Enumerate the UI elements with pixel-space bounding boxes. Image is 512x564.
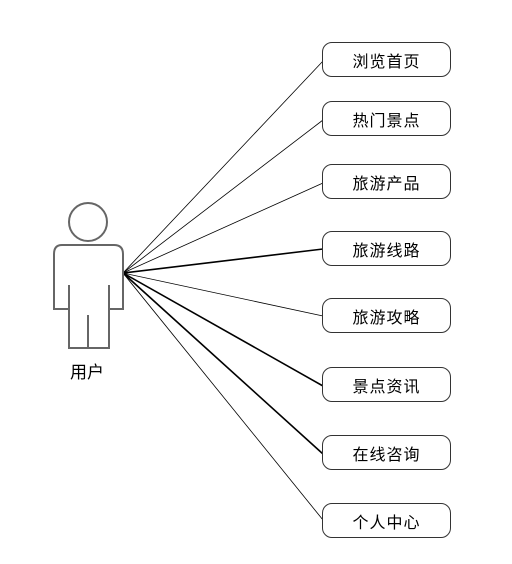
- association-line-3: [122, 182, 324, 274]
- association-line-5: [122, 272, 324, 317]
- association-lines: [122, 60, 324, 521]
- association-line-1: [122, 60, 324, 274]
- association-line-2: [122, 119, 324, 274]
- use-case-personal-center: 个人中心: [322, 503, 451, 538]
- use-case-online-consult: 在线咨询: [322, 435, 451, 470]
- association-line-6: [122, 272, 324, 387]
- use-case-attraction-news: 景点资讯: [322, 367, 451, 402]
- association-line-8: [122, 272, 324, 521]
- use-case-travel-guides: 旅游攻略: [322, 298, 451, 333]
- actor-body: [53, 244, 124, 349]
- actor-icon: [53, 202, 124, 349]
- actor-head: [68, 202, 108, 242]
- association-line-4: [122, 248, 324, 274]
- association-line-7: [122, 272, 324, 455]
- use-case-travel-routes: 旅游线路: [322, 231, 451, 266]
- use-case-browse-home: 浏览首页: [322, 42, 451, 77]
- use-case-hot-attractions: 热门景点: [322, 101, 451, 136]
- use-case-travel-products: 旅游产品: [322, 164, 451, 199]
- actor-label: 用户: [70, 363, 104, 383]
